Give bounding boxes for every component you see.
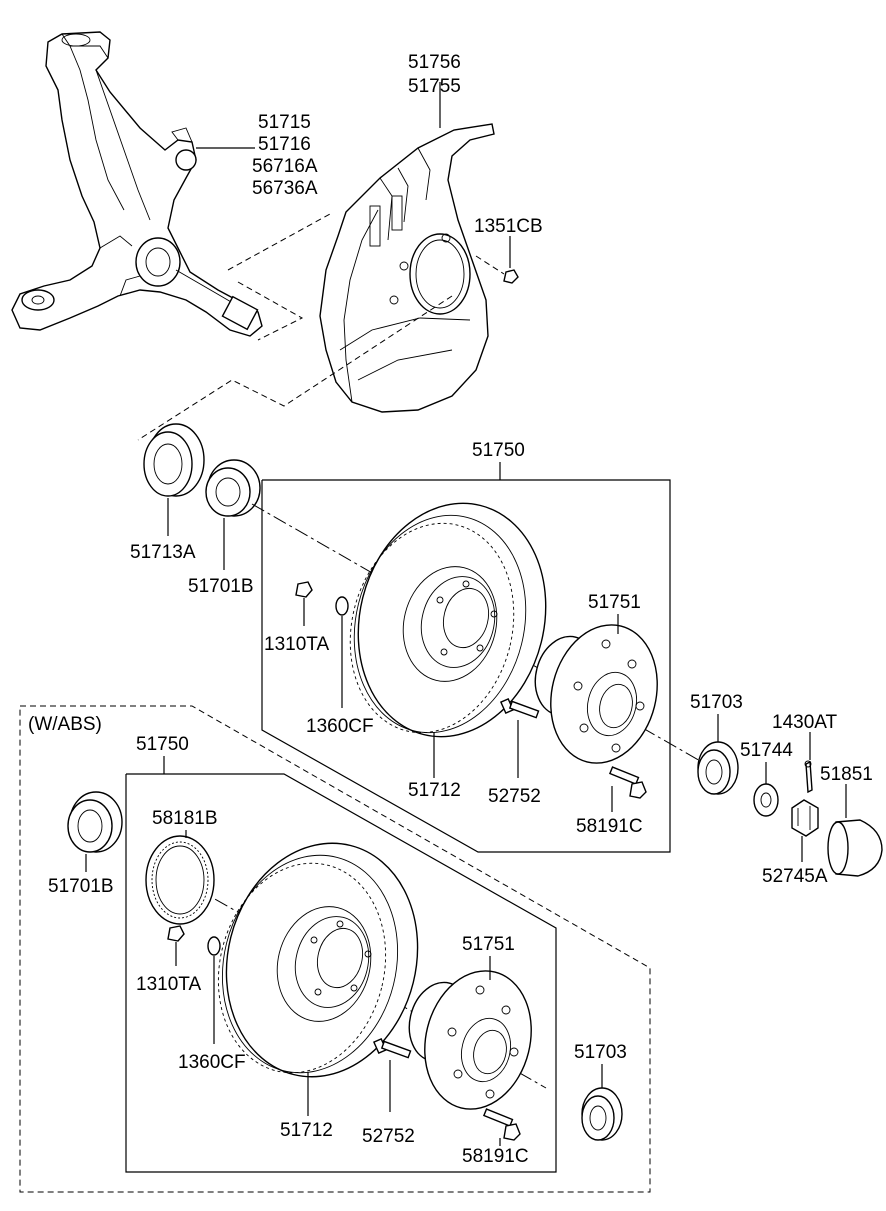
label-washer-top: 1360CF xyxy=(306,716,374,737)
bolt-icon[interactable] xyxy=(608,766,647,799)
label-disc-abs: 51712 xyxy=(280,1120,333,1141)
wheel-hub-icon[interactable] xyxy=(527,613,671,774)
label-knuckle-d: 56736A xyxy=(252,178,318,199)
label-knuckle-b: 51716 xyxy=(258,134,311,155)
label-shield-b: 51755 xyxy=(408,76,461,97)
label-abs-group: (W/ABS) xyxy=(28,714,102,735)
label-bearing-inner-top: 51701B xyxy=(188,576,254,597)
bearing-icon[interactable] xyxy=(581,1087,623,1141)
brake-disc-icon[interactable] xyxy=(197,823,442,1097)
label-stud-abs: 52752 xyxy=(362,1126,415,1147)
stud-icon[interactable] xyxy=(499,697,540,719)
label-hub-top: 51751 xyxy=(588,592,641,613)
label-tone-ring: 58181B xyxy=(152,808,218,829)
label-nut-abs: 1310TA xyxy=(136,974,201,995)
bearing-icon[interactable] xyxy=(67,791,123,853)
label-disc-top: 51712 xyxy=(408,780,461,801)
label-castle-nut: 52745A xyxy=(762,866,828,887)
hub-cap-icon[interactable] xyxy=(827,819,883,877)
label-assembly-abs: 51750 xyxy=(136,734,189,755)
washer-icon[interactable] xyxy=(335,596,349,616)
label-hub-abs: 51751 xyxy=(462,934,515,955)
steering-knuckle-icon[interactable] xyxy=(11,31,263,337)
label-assembly-top: 51750 xyxy=(472,440,525,461)
label-washer-abs: 1360CF xyxy=(178,1052,246,1073)
wheel-hub-icon[interactable] xyxy=(401,959,545,1120)
seal-icon[interactable] xyxy=(143,423,205,497)
bolt-icon[interactable] xyxy=(482,1108,521,1141)
dust-shield-icon[interactable] xyxy=(319,123,495,413)
label-bolt-shield: 1351CB xyxy=(474,216,543,237)
nut-icon[interactable] xyxy=(167,925,185,942)
label-bearing-outer-abs: 51703 xyxy=(574,1042,627,1063)
bearing-icon[interactable] xyxy=(205,459,261,517)
label-knuckle-c: 56716A xyxy=(252,156,318,177)
bolt-icon[interactable] xyxy=(503,269,519,284)
label-bearing-outer-top: 51703 xyxy=(690,692,743,713)
label-bolt-hub-abs: 58191C xyxy=(462,1146,529,1167)
label-bolt-hub-top: 58191C xyxy=(576,816,643,837)
bearing-icon[interactable] xyxy=(697,741,739,795)
washer-icon[interactable] xyxy=(753,783,779,817)
tone-ring-icon[interactable] xyxy=(145,835,215,925)
label-cap: 51851 xyxy=(820,764,873,785)
label-knuckle-a: 51715 xyxy=(258,112,311,133)
label-nut-top: 1310TA xyxy=(264,634,329,655)
cotter-pin-icon[interactable] xyxy=(804,760,813,794)
stud-icon[interactable] xyxy=(372,1037,412,1059)
nut-icon[interactable] xyxy=(295,581,313,598)
label-shield-a: 51756 xyxy=(408,52,461,73)
label-cotter-pin: 1430AT xyxy=(772,712,838,733)
label-stud-top: 52752 xyxy=(488,786,541,807)
label-seal: 51713A xyxy=(130,542,196,563)
brake-disc-icon[interactable] xyxy=(329,483,570,757)
label-washer-outer: 51744 xyxy=(740,740,793,761)
label-bearing-inner-abs: 51701B xyxy=(48,876,114,897)
washer-icon[interactable] xyxy=(207,936,221,956)
castle-nut-icon[interactable] xyxy=(791,799,819,837)
